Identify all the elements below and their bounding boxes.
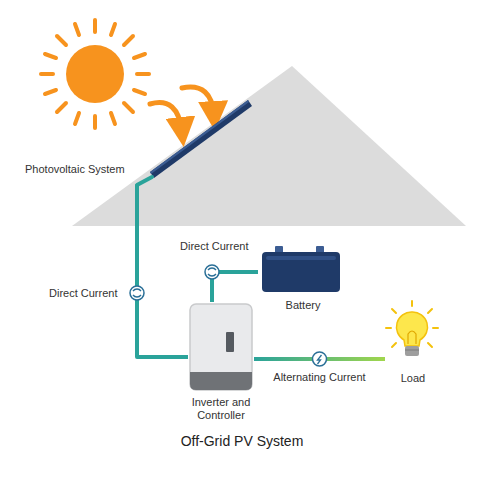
current-label: Direct Current xyxy=(49,287,117,300)
component-label: Photovoltaic System xyxy=(25,163,125,176)
component-graphic xyxy=(188,302,254,427)
component-node: Inverter and Controller xyxy=(188,302,254,427)
current-label: Alternating Current xyxy=(273,371,365,384)
roof xyxy=(72,66,466,226)
component-label: Load xyxy=(385,372,441,385)
component-node: Battery xyxy=(258,245,348,323)
current-label: Direct Current xyxy=(180,240,248,253)
current-symbol xyxy=(130,286,144,300)
sunlight-arrows xyxy=(150,87,214,132)
diagram-caption: Off-Grid PV System xyxy=(0,433,484,449)
component-graphic xyxy=(258,245,348,323)
component-label: Battery xyxy=(258,299,348,312)
wire-connector xyxy=(212,272,258,302)
component-node: Load xyxy=(385,300,441,398)
component-label: Inverter and Controller xyxy=(188,396,254,422)
wire-connector xyxy=(137,185,188,357)
current-symbol xyxy=(205,265,219,279)
sun xyxy=(41,20,149,128)
component-node: Photovoltaic System xyxy=(25,95,257,185)
current-symbol xyxy=(313,352,327,366)
